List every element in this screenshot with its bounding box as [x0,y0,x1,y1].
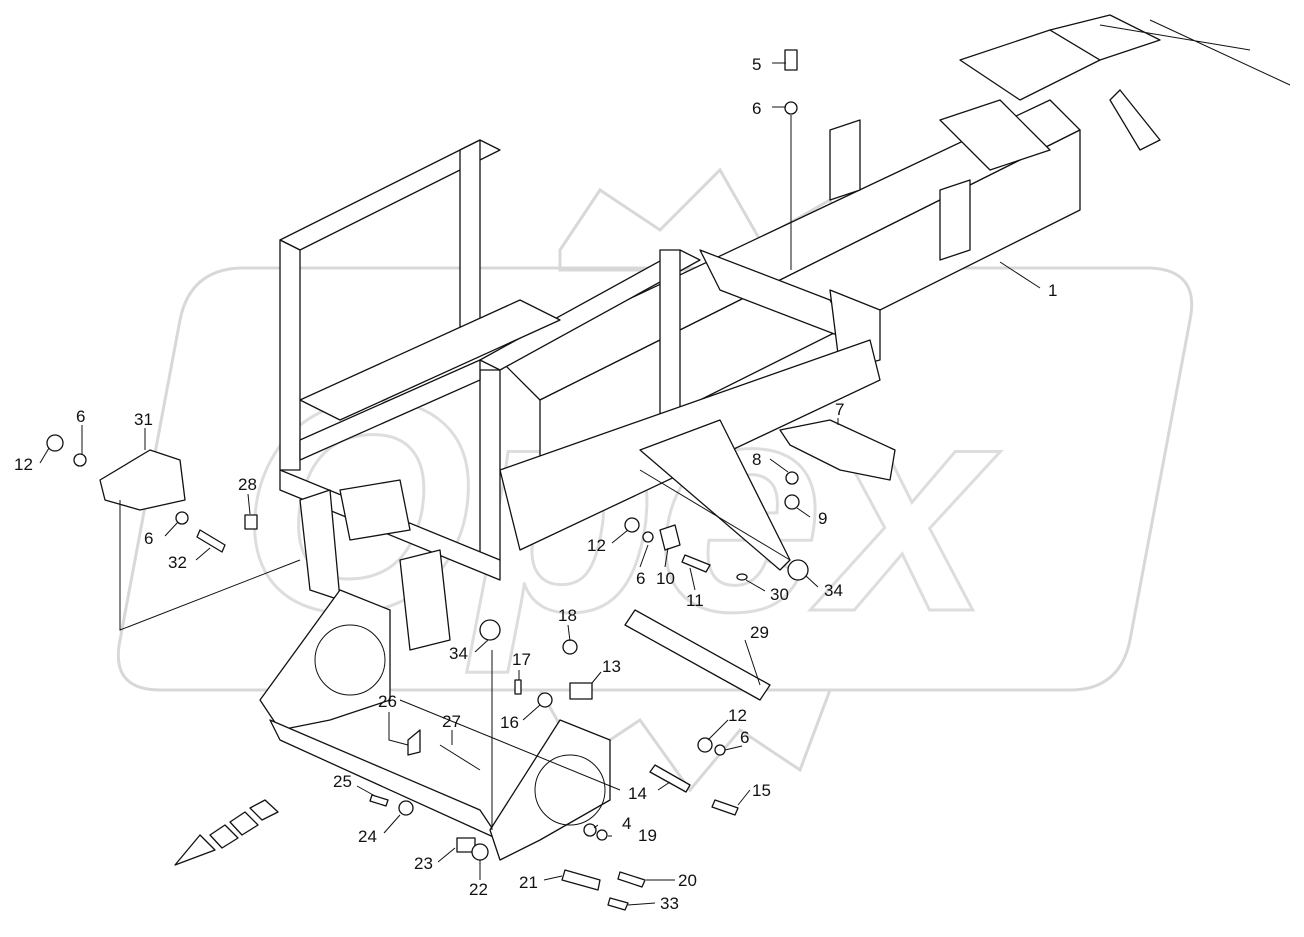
callout-1: 1 [1048,281,1057,300]
callout-16: 16 [500,713,519,732]
callout-26: 26 [378,692,397,711]
callout-28: 28 [238,475,257,494]
callout-17: 17 [512,650,531,669]
washer-6top [784,101,798,115]
washer-16 [537,692,553,708]
cylinder-29 [624,609,771,701]
pivot-block [339,479,411,541]
pin-25 [369,794,389,807]
leader-lines [39,62,1041,906]
washer-19 [596,829,608,841]
callout-27: 27 [442,712,461,731]
plate-26 [407,729,421,756]
callout-33: 33 [660,894,679,913]
plate-7 [779,419,896,481]
callout-12: 12 [587,536,606,555]
bushing-34a [479,619,501,641]
callout-7: 7 [835,400,844,419]
callout-24: 24 [358,827,377,846]
callout-5: 5 [752,55,761,74]
callout-6: 6 [636,569,645,588]
bolt-32 [196,529,226,553]
washer-6b [175,511,189,525]
callout-22: 22 [469,880,488,899]
callout-9: 9 [818,509,827,528]
bushing-34b [787,559,809,581]
callout-31: 31 [134,410,153,429]
callout-20: 20 [678,871,697,890]
callout-11: 11 [686,591,704,610]
nut-9 [784,494,800,510]
bolt-20 [617,871,646,888]
callout-21: 21 [519,873,538,892]
washer-6e [714,744,726,756]
pin-21 [561,869,601,891]
main-frame [279,14,1291,581]
callout-12: 12 [728,706,747,725]
callout-32: 32 [168,553,187,572]
callout-15: 15 [752,781,771,800]
callout-10: 10 [656,569,675,588]
washer-18 [562,639,578,655]
pin-28 [244,514,258,530]
bolt-11 [681,554,711,573]
nut-12c [697,737,713,753]
bolt-5 [784,49,798,71]
washer-6d [642,531,654,543]
bracket-mid [399,549,451,651]
callout-18: 18 [558,606,577,625]
callout-34: 34 [824,581,843,600]
bracket-10 [659,524,681,551]
callout-34: 34 [449,644,468,663]
callout-30: 30 [770,585,789,604]
washer-22 [471,843,489,861]
callout-25: 25 [333,772,352,791]
lift-frame [259,589,621,861]
bushing-13 [569,682,593,700]
callout-14: 14 [628,784,647,803]
direction-arrow-icon [174,799,279,866]
bolt-33 [607,897,629,911]
clip-30 [736,573,748,581]
spring-27 [439,744,481,771]
washer-24 [398,800,414,816]
callout-23: 23 [414,854,433,873]
washer-6a [73,453,87,467]
nut-4 [583,823,597,837]
callout-4: 4 [622,814,631,833]
callout-6: 6 [144,529,153,548]
callout-6: 6 [740,728,749,747]
bracket-31 [99,449,301,631]
callout-6: 6 [76,407,85,426]
callout-13: 13 [602,657,621,676]
shaft-14 [649,764,691,793]
callout-29: 29 [750,623,769,642]
callout-6: 6 [752,99,761,118]
callout-8: 8 [752,450,761,469]
callout-19: 19 [638,826,657,845]
nut-12b [624,517,640,533]
washer-8 [785,471,799,485]
pin-17 [514,679,522,695]
nut-12a [46,434,64,452]
bolt-15 [711,799,739,816]
callout-12: 12 [14,455,33,474]
callouts: 1 5 6 7 8 9 6 12 31 6 32 28 12 6 10 11 3… [14,55,1057,913]
